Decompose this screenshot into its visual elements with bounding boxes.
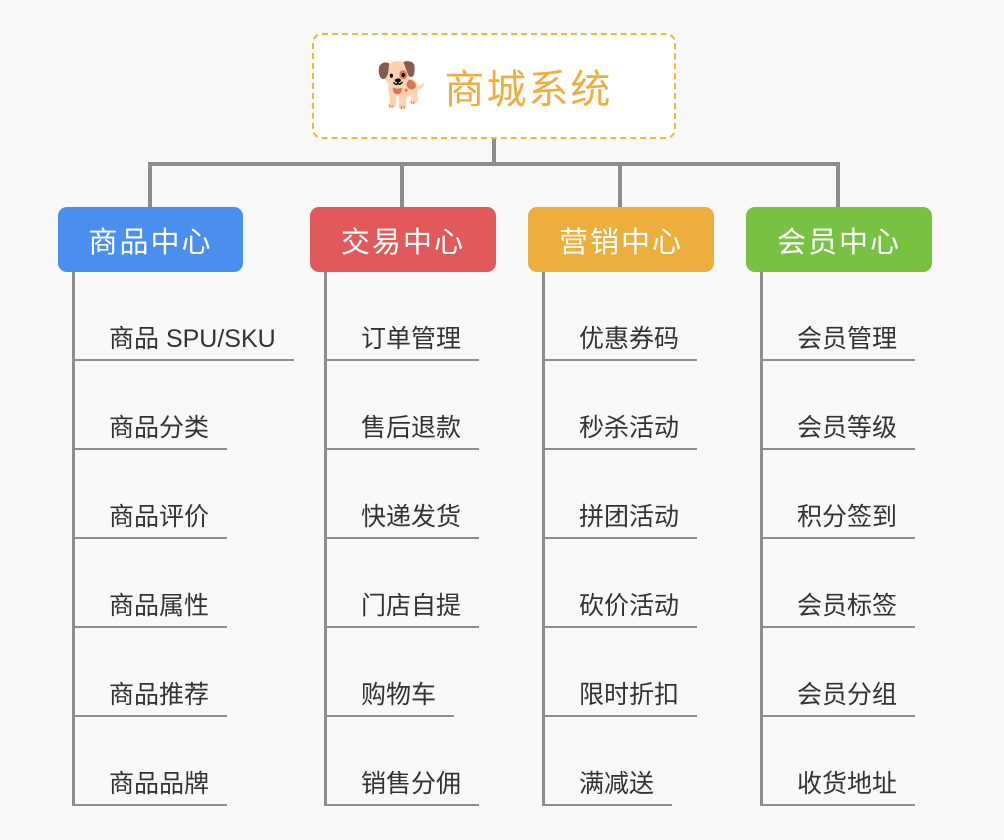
branch-header-product-center[interactable]: 商品中心: [58, 207, 243, 272]
leaf-label: 订单管理: [361, 324, 462, 353]
leaf-underline: [763, 715, 915, 717]
leaf-item[interactable]: 购物车: [327, 628, 550, 717]
leaf-underline: [327, 715, 454, 717]
leaf-label: 门店自提: [361, 591, 462, 620]
leaf-item[interactable]: 会员等级: [763, 361, 986, 450]
connector-drop-2: [400, 162, 404, 208]
leaf-item[interactable]: 会员管理: [763, 272, 986, 361]
shiba-dog-icon: 🐕: [375, 61, 431, 110]
branch-header-member-center[interactable]: 会员中心: [746, 207, 932, 272]
leaf-label: 积分签到: [797, 502, 898, 531]
leaf-item[interactable]: 会员标签: [763, 539, 986, 628]
branch-marketing-center: 营销中心 优惠券码 秒杀活动 拼团活动 砍价活动 限时折扣 满减送: [528, 207, 768, 806]
leaf-label: 满减送: [579, 769, 655, 798]
leaf-label: 商品属性: [109, 591, 210, 620]
leaf-label: 商品 SPU/SKU: [109, 324, 276, 353]
leaf-underline: [763, 537, 915, 539]
leaf-item[interactable]: 商品分类: [75, 361, 318, 450]
leaf-label: 限时折扣: [579, 680, 680, 709]
leaf-item[interactable]: 商品评价: [75, 450, 318, 539]
root-node[interactable]: 🐕 商城系统: [312, 33, 676, 139]
leaf-underline: [75, 448, 227, 450]
branch-children-member-center: 会员管理 会员等级 积分签到 会员标签 会员分组 收货地址: [760, 272, 986, 806]
leaf-underline: [763, 448, 915, 450]
leaf-underline: [545, 804, 672, 806]
leaf-label: 秒杀活动: [579, 413, 680, 442]
leaf-underline: [327, 804, 479, 806]
leaf-label: 销售分佣: [361, 769, 462, 798]
leaf-underline: [75, 804, 227, 806]
leaf-underline: [763, 804, 915, 806]
leaf-item[interactable]: 优惠券码: [545, 272, 768, 361]
leaf-underline: [327, 626, 479, 628]
leaf-item[interactable]: 商品属性: [75, 539, 318, 628]
branch-children-product-center: 商品 SPU/SKU 商品分类 商品评价 商品属性 商品推荐 商品品牌: [72, 272, 318, 806]
branch-member-center: 会员中心 会员管理 会员等级 积分签到 会员标签 会员分组 收货地址: [746, 207, 986, 806]
leaf-item[interactable]: 快递发货: [327, 450, 550, 539]
connector-root-stem: [492, 139, 496, 164]
leaf-item[interactable]: 拼团活动: [545, 450, 768, 539]
branch-children-trade-center: 订单管理 售后退款 快递发货 门店自提 购物车 销售分佣: [324, 272, 550, 806]
leaf-label: 会员分组: [797, 680, 898, 709]
leaf-label: 商品品牌: [109, 769, 210, 798]
leaf-item[interactable]: 订单管理: [327, 272, 550, 361]
leaf-underline: [75, 715, 227, 717]
leaf-underline: [327, 537, 479, 539]
leaf-label: 优惠券码: [579, 324, 680, 353]
leaf-label: 售后退款: [361, 413, 462, 442]
leaf-underline: [75, 537, 227, 539]
leaf-underline: [75, 626, 227, 628]
leaf-item[interactable]: 积分签到: [763, 450, 986, 539]
leaf-underline: [327, 448, 479, 450]
leaf-label: 会员等级: [797, 413, 898, 442]
leaf-underline: [75, 359, 294, 361]
leaf-label: 购物车: [361, 680, 437, 709]
branch-header-marketing-center[interactable]: 营销中心: [528, 207, 714, 272]
leaf-label: 快递发货: [361, 502, 462, 531]
leaf-underline: [545, 715, 697, 717]
leaf-item[interactable]: 收货地址: [763, 717, 986, 806]
leaf-underline: [545, 626, 697, 628]
leaf-item[interactable]: 砍价活动: [545, 539, 768, 628]
connector-horizontal-bus: [148, 162, 840, 166]
leaf-label: 收货地址: [797, 769, 898, 798]
leaf-item[interactable]: 销售分佣: [327, 717, 550, 806]
leaf-label: 会员管理: [797, 324, 898, 353]
leaf-underline: [545, 359, 697, 361]
leaf-label: 拼团活动: [579, 502, 680, 531]
leaf-underline: [763, 626, 915, 628]
leaf-label: 商品评价: [109, 502, 210, 531]
leaf-label: 商品分类: [109, 413, 210, 442]
connector-drop-3: [618, 162, 622, 208]
leaf-item[interactable]: 门店自提: [327, 539, 550, 628]
leaf-item[interactable]: 商品推荐: [75, 628, 318, 717]
branch-product-center: 商品中心 商品 SPU/SKU 商品分类 商品评价 商品属性 商品推荐 商品品牌: [58, 207, 318, 806]
leaf-item[interactable]: 限时折扣: [545, 628, 768, 717]
connector-drop-4: [836, 162, 840, 208]
branch-header-trade-center[interactable]: 交易中心: [310, 207, 496, 272]
leaf-item[interactable]: 售后退款: [327, 361, 550, 450]
leaf-underline: [545, 448, 697, 450]
leaf-underline: [763, 359, 915, 361]
leaf-label: 砍价活动: [579, 591, 680, 620]
connector-drop-1: [148, 162, 152, 208]
leaf-label: 会员标签: [797, 591, 898, 620]
leaf-item[interactable]: 会员分组: [763, 628, 986, 717]
root-title: 商城系统: [444, 68, 613, 112]
leaf-item[interactable]: 满减送: [545, 717, 768, 806]
leaf-underline: [327, 359, 479, 361]
leaf-item[interactable]: 商品品牌: [75, 717, 318, 806]
leaf-item[interactable]: 商品 SPU/SKU: [75, 272, 318, 361]
leaf-underline: [545, 537, 697, 539]
branch-trade-center: 交易中心 订单管理 售后退款 快递发货 门店自提 购物车 销售分佣: [310, 207, 550, 806]
leaf-label: 商品推荐: [109, 680, 210, 709]
leaf-item[interactable]: 秒杀活动: [545, 361, 768, 450]
branch-children-marketing-center: 优惠券码 秒杀活动 拼团活动 砍价活动 限时折扣 满减送: [542, 272, 768, 806]
